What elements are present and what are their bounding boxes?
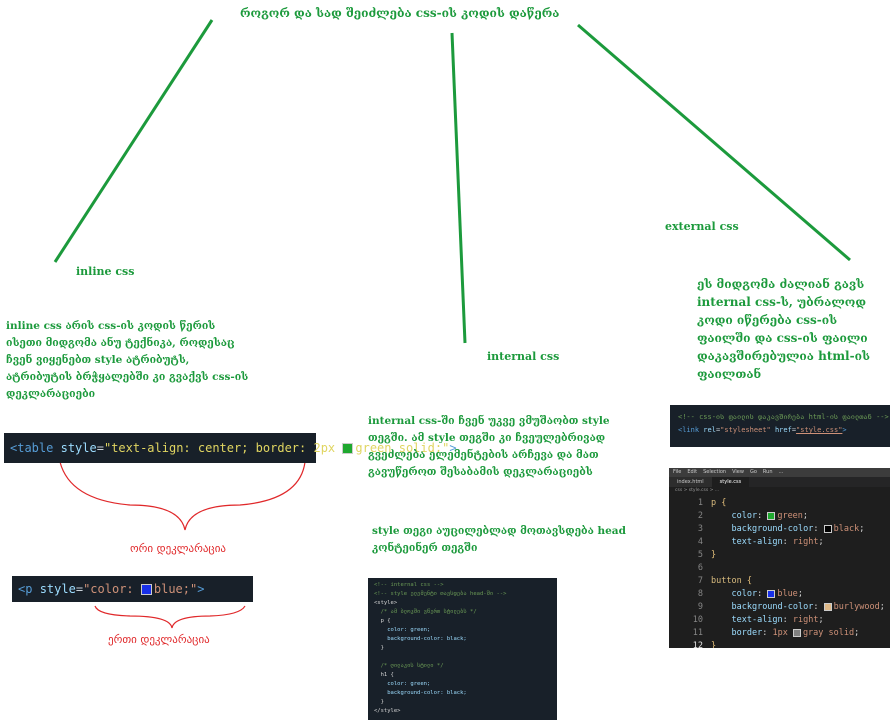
color-swatch <box>823 524 832 533</box>
internal-code-line: /* ამ ბლოკში ვწერთ სტილებს */ <box>374 609 477 615</box>
green-swatch <box>342 443 354 454</box>
line-number: 5 <box>697 550 703 560</box>
color-swatch <box>767 589 776 598</box>
external-editor-window: File Edit Selection View Go Run... index.html… <box>669 468 890 648</box>
editor-line: 4 text-align: right; <box>669 536 890 549</box>
note-one-declaration: ერთი დეკლარაცია <box>108 633 210 646</box>
brace-two-declarations <box>59 461 306 531</box>
internal-code-line: <!-- internal css --> <box>374 582 444 588</box>
inline-example-table: <table style="text-align: center; border… <box>4 433 457 463</box>
link-comment: <!-- css-ის ფაილის დაკავშირება html-ის ფ… <box>678 413 889 421</box>
code-content: } <box>711 550 717 560</box>
line-number: 10 <box>692 615 703 625</box>
code-content: button { <box>711 576 752 586</box>
internal-note: style თეგი აუცილებლად მოთავსდება head კო… <box>372 525 626 554</box>
menu-item[interactable]: View <box>732 469 744 475</box>
editor-line: 12} <box>669 640 890 648</box>
code-content: color: blue; <box>731 589 803 599</box>
code-content: color: green; <box>731 511 809 521</box>
line-to-external <box>577 23 851 262</box>
menu-item[interactable]: File <box>673 469 682 475</box>
internal-code-line: p { <box>374 618 391 624</box>
menu-item[interactable]: Go <box>749 469 757 475</box>
internal-code-line: color: green; <box>374 627 431 633</box>
menu-item[interactable]: Selection <box>703 469 727 475</box>
internal-code-line: color: green; <box>374 681 431 687</box>
internal-code-line: <!-- style ელემენტი თავსდება head-ში --> <box>374 591 507 597</box>
line-to-internal <box>450 32 467 344</box>
internal-code-line: } <box>374 699 384 705</box>
editor-line: 11 border: 1px gray solid; <box>669 627 890 640</box>
code-content: p { <box>711 498 727 508</box>
code-content: background-color: black; <box>731 524 865 534</box>
code-content: text-align: right; <box>731 537 824 547</box>
internal-code-line <box>374 653 551 662</box>
internal-code-line: <style> <box>374 600 398 606</box>
editor-tabs: index.html style.css <box>669 477 890 487</box>
color-swatch <box>767 511 776 520</box>
line-number: 9 <box>697 602 703 612</box>
tab-style-css[interactable]: style.css <box>711 477 750 487</box>
line-number: 11 <box>692 628 703 638</box>
internal-heading: internal css <box>487 350 560 363</box>
code-content: } <box>711 641 717 648</box>
note-two-declarations: ორი დეკლარაცია <box>130 542 226 555</box>
line-number: 6 <box>697 563 703 573</box>
line-number: 2 <box>697 511 703 521</box>
menu-item[interactable]: ... <box>778 469 784 475</box>
editor-line: 9 background-color: burlywood; <box>669 601 890 614</box>
external-description: ეს მიდგომა ძალიან გავს internal css-ს, უ… <box>697 277 870 381</box>
inline-heading: inline css <box>76 265 135 278</box>
external-heading: external css <box>665 220 739 233</box>
line-to-inline <box>53 19 214 263</box>
code-content: background-color: burlywood; <box>731 602 885 612</box>
editor-line: 5} <box>669 549 890 562</box>
internal-code-lines: <!-- internal css --> <!-- style ელემენტი… <box>374 581 551 716</box>
diagram-title: როგორ და სად შეიძლება css-ის კოდის დაწერ… <box>240 6 560 20</box>
color-swatch <box>823 602 832 611</box>
line-number: 4 <box>697 537 703 547</box>
link-line: <link rel="stylesheet" href="style.css"> <box>678 426 847 434</box>
internal-description: internal css-ში ჩვენ უკვე ვმუშაობთ style… <box>368 415 610 478</box>
line-number: 7 <box>697 576 703 586</box>
line-number: 1 <box>697 498 703 508</box>
internal-code-line: </style> <box>374 708 401 714</box>
editor-breadcrumb: css > style.css > ... <box>675 488 720 493</box>
editor-line: 3 background-color: black; <box>669 523 890 536</box>
editor-line: 6 <box>669 562 890 575</box>
internal-code-line: } <box>374 645 384 651</box>
line-number: 3 <box>697 524 703 534</box>
blue-swatch <box>140 584 152 595</box>
menu-item[interactable]: Run <box>762 469 773 475</box>
tab-index-html[interactable]: index.html <box>669 477 712 487</box>
internal-code-line: /* ღილაკის სტილი */ <box>374 663 444 669</box>
line-number: 8 <box>697 589 703 599</box>
internal-code-line: background-color: black; <box>374 690 467 696</box>
external-link-code: <!-- css-ის ფაილის დაკავშირება html-ის ფ… <box>670 405 890 447</box>
code-content: text-align: right; <box>731 615 824 625</box>
line-number: 12 <box>692 641 703 648</box>
internal-code-line: h1 { <box>374 672 394 678</box>
inline-description: inline css არის css-ის კოდის წერის ისეთი… <box>6 320 249 400</box>
code-content: border: 1px gray solid; <box>731 628 860 638</box>
editor-menubar: File Edit Selection View Go Run... <box>669 468 890 477</box>
editor-line: 8 color: blue; <box>669 588 890 601</box>
color-swatch <box>792 628 801 637</box>
internal-code-screenshot: <!-- internal css --> <!-- style ელემენტი… <box>368 578 557 720</box>
editor-line: 10 text-align: right; <box>669 614 890 627</box>
menu-item[interactable]: Edit <box>687 469 698 475</box>
internal-code-line: background-color: black; <box>374 636 467 642</box>
brace-one-declaration <box>94 605 246 629</box>
editor-line: 2 color: green; <box>669 510 890 523</box>
editor-line: 7 button { <box>669 575 890 588</box>
inline-example-p: <p style="color: blue;"> <box>12 576 253 602</box>
editor-line: 1 p { <box>669 497 890 510</box>
